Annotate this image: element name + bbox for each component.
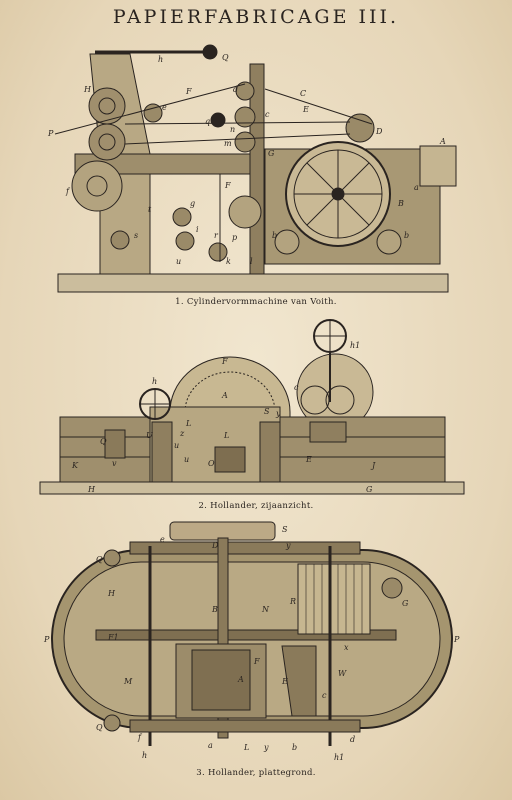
label: u (176, 257, 181, 266)
label: S (282, 525, 288, 534)
figure-2-caption: 2. Hollander, zijaanzicht. (198, 501, 314, 511)
label: H (83, 85, 92, 94)
label: h1 (334, 753, 344, 762)
label: u (174, 441, 179, 450)
label: a (208, 741, 213, 750)
label: A (237, 675, 244, 684)
label: g (190, 199, 195, 208)
label: r (214, 231, 219, 240)
label: F (221, 357, 228, 366)
label: p (232, 233, 237, 242)
label: G (268, 149, 275, 158)
label: e (162, 103, 167, 112)
label: J (370, 461, 376, 470)
label: K (71, 461, 79, 470)
label: Q (96, 723, 103, 732)
label: h (158, 55, 163, 64)
label: G (402, 599, 409, 608)
label: b (292, 743, 297, 752)
label: k (226, 257, 231, 266)
label: l (250, 257, 253, 266)
label: a (414, 183, 419, 192)
label: Q (100, 437, 107, 446)
label: h1 (350, 341, 360, 350)
label: e (160, 535, 165, 544)
label: c (294, 383, 299, 392)
label: L (243, 743, 249, 752)
label: t (148, 205, 152, 214)
figure-2-labels: F h h1 c A S y Q U L L z u v u O E K H G… (71, 341, 376, 494)
label: N (261, 605, 270, 614)
label: b (404, 231, 409, 240)
label: b (272, 231, 277, 240)
label: h (152, 377, 157, 386)
label: A (221, 391, 228, 400)
figure-1-cylinder-machine: h Q H F d C E e q c n D A P m G F B a f … (47, 44, 457, 293)
label: G (366, 485, 373, 494)
label: c (322, 691, 327, 700)
label: y (275, 409, 281, 418)
label: L (185, 419, 191, 428)
label: R (289, 597, 296, 606)
label: F (253, 657, 260, 666)
figure-3-hollander-plan: S Q e D y H B N R G Q P P M A E W c a L … (43, 521, 460, 762)
label: E (305, 455, 312, 464)
label: B (211, 605, 218, 614)
figure-3-caption: 3. Hollander, plattegrond. (196, 768, 316, 778)
label: A (439, 137, 446, 146)
label: D (375, 127, 383, 136)
label: P (453, 635, 460, 644)
figure-3-labels: S Q e D y H B N R G Q P P M A E W c a L … (43, 525, 460, 762)
label: y (263, 743, 269, 752)
label: z (179, 429, 185, 438)
label: L (223, 431, 229, 440)
figure-1-caption: 1. Cylindervormmachine van Voith. (175, 297, 337, 307)
label: u (184, 455, 189, 464)
label: M (123, 677, 133, 686)
label: n (230, 125, 235, 134)
label: S (264, 407, 270, 416)
label: E (281, 677, 288, 686)
label: Q (222, 53, 229, 62)
label: d (233, 85, 238, 94)
label: x (344, 643, 349, 652)
label: m (224, 139, 232, 148)
label: P (43, 635, 50, 644)
label: Q (96, 555, 103, 564)
label: D (211, 541, 219, 550)
label: O (208, 459, 215, 468)
label: H (107, 589, 116, 598)
figure-1-labels: h Q H F d C E e q c n D A P m G F B a f … (47, 53, 446, 266)
page-title: PAPIERFABRICAGE III. (112, 6, 400, 28)
figure-2-hollander-side: F h h1 c A S y Q U L L z u v u O E K H G… (39, 319, 465, 495)
label: i (196, 225, 199, 234)
label: H (87, 485, 96, 494)
label: v (112, 459, 117, 468)
label: q (205, 117, 210, 126)
label: y (285, 541, 291, 550)
label: B (397, 199, 404, 208)
label: f (65, 187, 71, 196)
label: f (137, 733, 143, 742)
label: C (300, 89, 306, 98)
label: d (350, 735, 355, 744)
label: F1 (107, 633, 119, 642)
label: P (47, 129, 54, 138)
label: F (185, 87, 192, 96)
label: W (338, 669, 347, 678)
label: F (224, 181, 231, 190)
label: c (265, 110, 270, 119)
label: U (146, 431, 153, 440)
label: E (302, 105, 309, 114)
label: h (142, 751, 147, 760)
label: s (134, 231, 138, 240)
